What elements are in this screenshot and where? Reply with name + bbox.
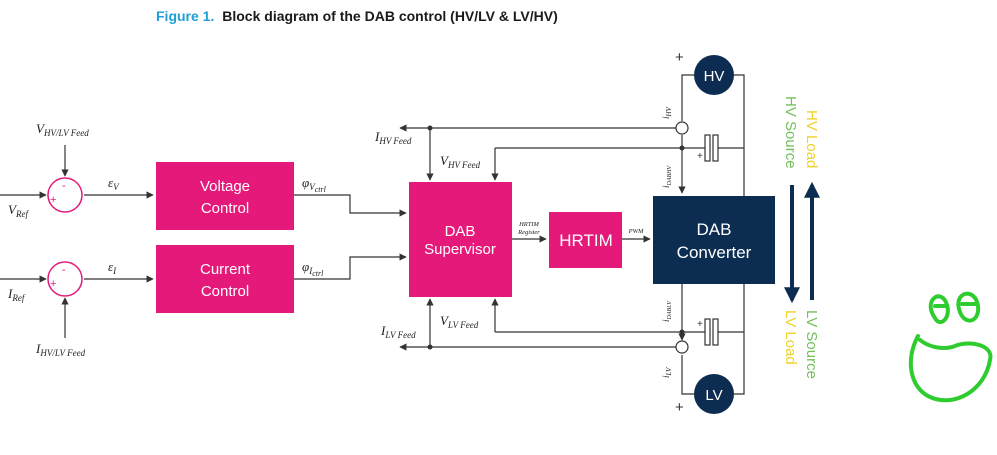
lv-source: LV: [694, 374, 734, 414]
voltage-control-line2: Control: [201, 200, 249, 217]
vhv-feed-label: VHV Feed: [440, 153, 481, 170]
ilv-feed-label: ILV Feed: [380, 323, 416, 340]
i-hv-label: iHV: [661, 106, 673, 119]
i-hv-lv-feed-label: IHV/LV Feed: [35, 341, 86, 358]
voltage-control-block: Voltage Control: [156, 162, 294, 230]
green-doodle: [908, 291, 993, 403]
dab-converter-line2: Converter: [677, 243, 752, 262]
ihv-feed-label: IHV Feed: [374, 129, 412, 146]
current-summer: + -: [47, 261, 83, 297]
hv-source: HV: [694, 55, 734, 95]
voltage-control-line1: Voltage: [200, 178, 250, 195]
eps-i-label: εI: [108, 259, 117, 276]
vlv-feed-label: VLV Feed: [440, 313, 479, 330]
voltage-summer: + -: [47, 177, 83, 213]
pwm-label: PWM: [628, 228, 644, 235]
hv-current-sensor: [675, 121, 689, 135]
eps-v-label: εV: [108, 175, 120, 192]
hrtim-register-label2: Register: [517, 229, 540, 236]
lv-load-label: LV Load: [782, 310, 799, 365]
figure-caption: Block diagram of the DAB control (HV/LV …: [222, 8, 558, 24]
ihv-feed-node: [427, 125, 433, 131]
i-lv-label: iLV: [661, 367, 673, 378]
i-dab-lv-label: iDABLV: [661, 300, 673, 322]
lv-capacitor: [682, 318, 744, 346]
hv-cap-plus: +: [697, 151, 703, 162]
figure-number: Figure 1.: [156, 8, 214, 24]
dab-supervisor-line2: Supervisor: [424, 241, 496, 258]
hrtim-block: HRTIM: [549, 212, 622, 268]
lv-cap-plus: +: [697, 319, 703, 330]
ilv-feed-node: [427, 344, 433, 350]
phi-i-wire: [294, 253, 407, 280]
lv-current-sensor: [675, 340, 689, 354]
lv-label: LV: [705, 387, 722, 404]
lv-source-label: LV Source: [803, 310, 820, 379]
v-ref-label: VRef: [8, 202, 29, 219]
current-control-block: Current Control: [156, 245, 294, 313]
dab-supervisor-line1: DAB: [445, 223, 476, 240]
current-summer-plus: +: [50, 278, 56, 290]
hv-source-label: HV Source: [782, 96, 799, 169]
feedback-wires: [399, 124, 682, 351]
dab-converter-block: DAB Converter: [653, 196, 775, 284]
dab-supervisor-block: DAB Supervisor: [409, 182, 512, 297]
lv-plus-sign: +: [675, 399, 684, 416]
figure-title: Figure 1. Block diagram of the DAB contr…: [156, 8, 558, 24]
phi-v-wire: [294, 194, 407, 217]
voltage-summer-minus: -: [62, 180, 66, 192]
v-hv-lv-feed-label: VHV/LV Feed: [36, 121, 89, 138]
current-control-line1: Current: [200, 261, 251, 278]
current-summer-minus: -: [62, 264, 66, 276]
hv-load-label: HV Load: [803, 110, 820, 168]
hv-plus-sign: +: [675, 49, 684, 66]
hrtim-register-label1: HRTIM: [518, 221, 539, 228]
current-control-line2: Control: [201, 283, 249, 300]
phi-i-label: φIctrl: [302, 259, 324, 278]
hrtim-label: HRTIM: [559, 231, 613, 250]
hv-rail: [678, 74, 745, 196]
phi-v-label: φVctrl: [302, 175, 327, 194]
hv-label: HV: [704, 68, 725, 85]
i-ref-label: IRef: [7, 286, 26, 303]
hv-capacitor: [682, 134, 744, 162]
i-dab-hv-label: iDABHV: [661, 164, 673, 188]
voltage-summer-plus: +: [50, 194, 56, 206]
dab-converter-line1: DAB: [697, 220, 732, 239]
